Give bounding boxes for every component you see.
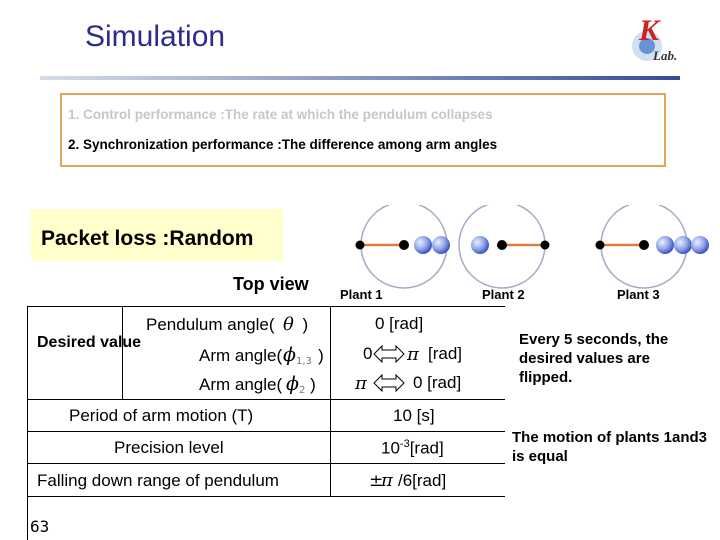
- period-label: Period of arm motion (T): [69, 406, 254, 425]
- svg-text:π: π: [354, 373, 368, 394]
- precision-value: 10-3[rad]: [381, 438, 444, 458]
- svg-text:π: π: [380, 470, 394, 491]
- lab-logo-icon: K Lab.: [632, 16, 677, 63]
- precision-label: Precision level: [114, 438, 224, 457]
- plant-3-diagram: [595, 205, 709, 289]
- plant-3-label: Plant 3: [617, 287, 660, 302]
- plus-minus-pi-icon: ±π: [369, 470, 394, 491]
- svg-text:ϕ: ϕ: [286, 373, 299, 395]
- title-divider: [40, 76, 680, 80]
- objectives-box: [60, 93, 666, 167]
- table-value-divider: [330, 306, 331, 496]
- svg-text:π: π: [406, 344, 420, 365]
- svg-text:1,3: 1,3: [296, 356, 312, 366]
- table-divider-2: [27, 431, 505, 432]
- objective-control: 1. Control performance :The rate at whic…: [68, 107, 493, 122]
- flip-note: Every 5 seconds, the desired values are …: [519, 331, 669, 386]
- packet-loss-banner: Packet loss :Random: [31, 209, 283, 261]
- svg-text:θ: θ: [283, 314, 294, 334]
- svg-text:K: K: [638, 16, 661, 47]
- falling-range-value: /6[rad]: [398, 471, 447, 490]
- svg-text:ϕ: ϕ: [283, 344, 296, 366]
- svg-text:Lab.: Lab.: [652, 48, 677, 63]
- table-divider-3: [27, 463, 505, 464]
- page-title: Simulation: [85, 20, 226, 53]
- desired-value-label: Desired value: [37, 334, 142, 351]
- pi-symbol-icon: π: [406, 344, 420, 365]
- equal-motion-note: The motion of plants 1and3 is equal: [512, 429, 708, 465]
- plant-2-diagram: [458, 205, 550, 289]
- objective-sync: 2. Synchronization performance :The diff…: [68, 137, 498, 152]
- arm-angle-13-value-left: 0: [363, 344, 373, 363]
- arm-angle-2-value-right: 0 [rad]: [413, 373, 462, 392]
- page-number: 63: [30, 517, 50, 536]
- pendulum-angle-label: Pendulum angle(θ): [146, 314, 309, 335]
- swap-arrow-icon-2: [373, 373, 405, 393]
- plants-diagram: [355, 205, 709, 289]
- table-divider-1: [27, 399, 505, 400]
- table-desired-divider: [122, 306, 123, 399]
- plant-1-label: Plant 1: [340, 287, 383, 302]
- top-view-label: Top view: [233, 274, 309, 294]
- svg-text:2: 2: [299, 385, 305, 395]
- plant-2-label: Plant 2: [482, 287, 525, 302]
- table-left-border: [27, 306, 28, 540]
- swap-arrow-icon: [373, 344, 405, 364]
- pi-symbol-icon-2: π: [354, 373, 368, 394]
- arm-angle-13-value-right: [rad]: [428, 344, 463, 363]
- table-bottom-border: [27, 496, 505, 497]
- packet-loss-label: Packet loss :Random: [41, 227, 254, 250]
- plant-1-diagram: [355, 205, 450, 289]
- table-top-border: [27, 306, 505, 307]
- period-value: 10 [s]: [393, 406, 435, 425]
- falling-range-label: Falling down range of pendulum: [37, 471, 279, 490]
- pendulum-angle-value: 0 [rad]: [375, 314, 424, 333]
- svg-text:±: ±: [369, 471, 383, 491]
- theta-symbol-icon: θ: [283, 314, 294, 335]
